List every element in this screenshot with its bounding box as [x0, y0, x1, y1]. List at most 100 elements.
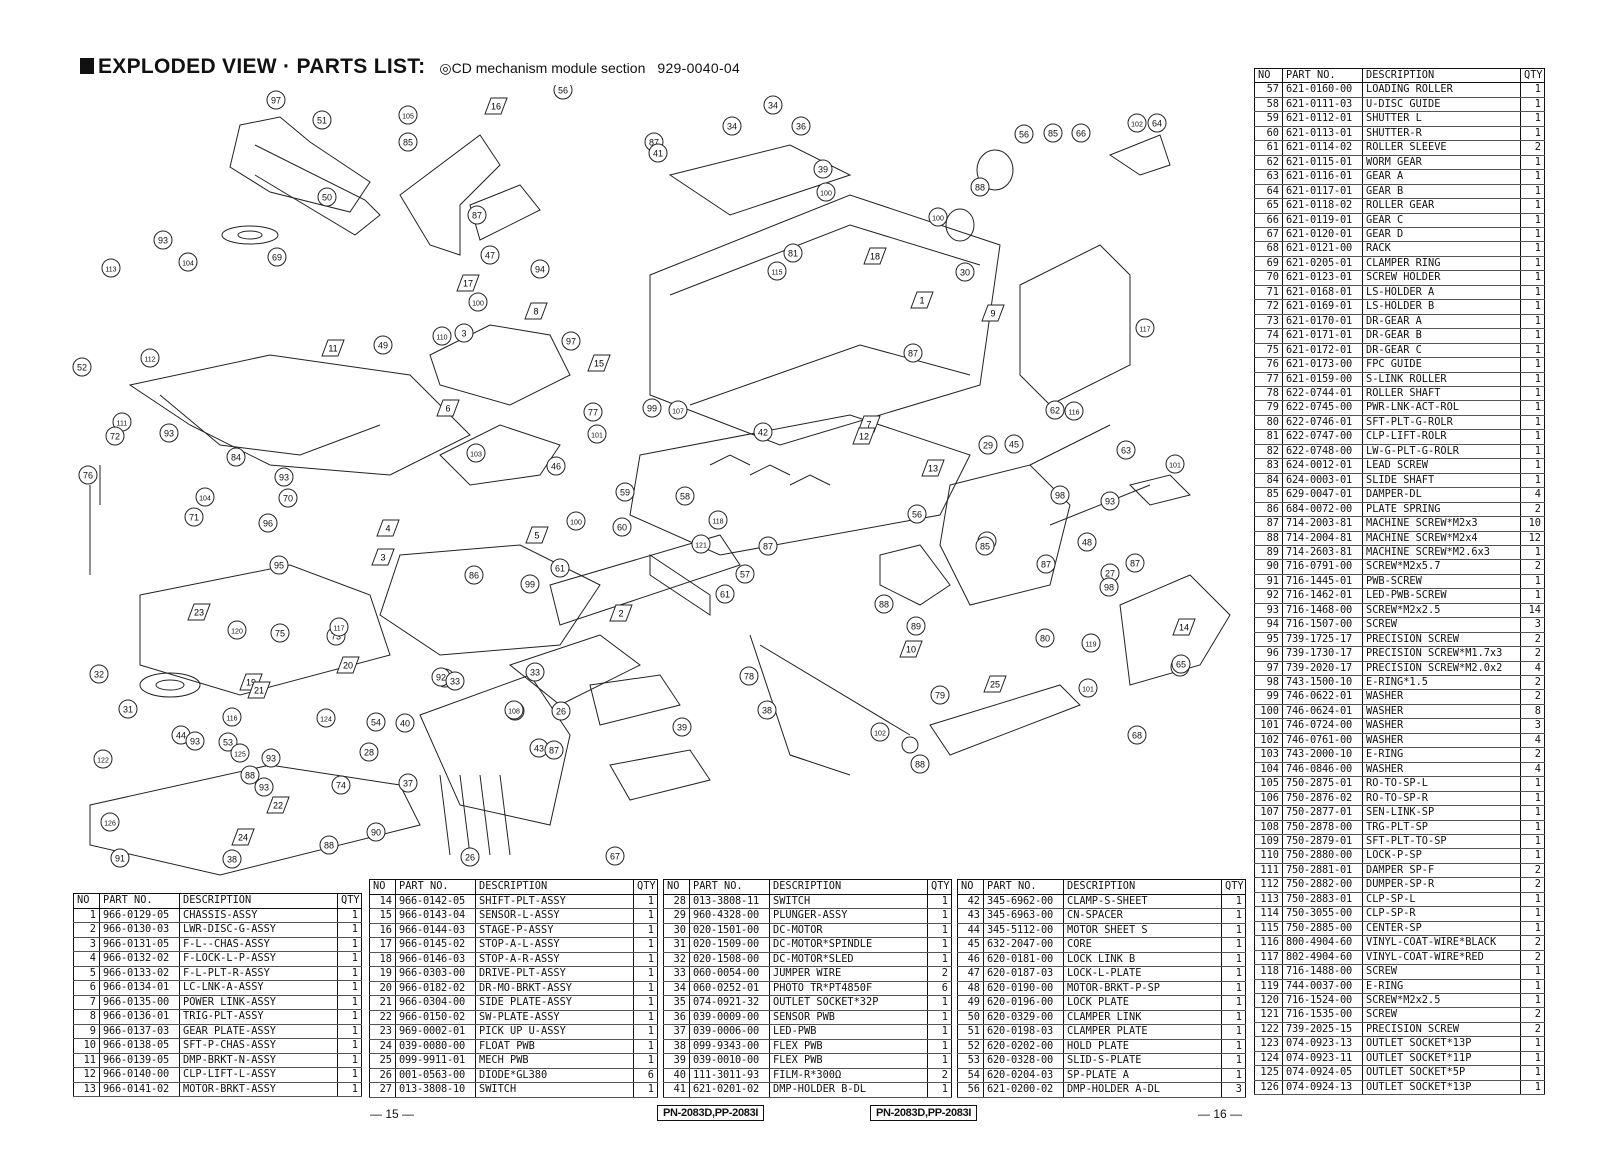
region-label-23: 23	[187, 603, 211, 621]
svg-text:93: 93	[164, 429, 174, 439]
callout-32: 32	[89, 664, 109, 684]
part-description: OUTLET SOCKET*11P	[1362, 1051, 1521, 1067]
svg-text:101: 101	[1082, 687, 1094, 694]
part-number: 111-3011-93	[689, 1068, 770, 1083]
item-number: 94	[1254, 617, 1283, 633]
svg-text:44: 44	[176, 731, 186, 741]
quantity: 1	[1520, 227, 1545, 243]
quantity: 1	[1221, 1053, 1246, 1069]
quantity: 1	[1520, 993, 1545, 1009]
part-description: PWB-SCREW	[1362, 574, 1521, 590]
svg-text:118: 118	[712, 519, 723, 526]
part-number: 074-0921-32	[689, 995, 770, 1011]
item-number: 91	[1254, 574, 1283, 590]
part-number: 620-0181-00	[983, 952, 1064, 967]
quantity: 2	[1520, 935, 1545, 951]
part-description: CORE	[1063, 937, 1222, 953]
callout-45: 45	[1004, 434, 1024, 454]
callout-56: 56	[1014, 124, 1034, 144]
callout-126: 126	[100, 812, 120, 832]
callout-120: 120	[227, 620, 247, 640]
item-number: 121	[1254, 1007, 1283, 1023]
svg-text:92: 92	[436, 673, 446, 683]
item-number: 21	[369, 995, 396, 1011]
item-number: 84	[1254, 473, 1283, 489]
part-number: 345-5112-00	[983, 923, 1064, 938]
title-text: EXPLODED VIEW · PARTS LIST:	[98, 55, 426, 78]
svg-text:96: 96	[263, 519, 273, 529]
part-number: 621-0115-01	[1282, 155, 1363, 171]
part-description: MOTOR SHEET S	[1063, 923, 1222, 938]
part-description: LED-PWB-SCREW	[1362, 588, 1521, 604]
part-description: DIODE*GL380	[475, 1068, 634, 1083]
callout-56: 56	[907, 504, 927, 524]
part-number: 966-0138-05	[99, 1038, 180, 1054]
quantity: 1	[1520, 270, 1545, 286]
quantity: 2	[1520, 877, 1545, 893]
item-number: 120	[1254, 993, 1283, 1009]
callout-26: 26	[460, 847, 480, 867]
part-number: 746-0724-00	[1282, 718, 1363, 734]
quantity: 1	[1520, 791, 1545, 807]
part-description: DC-MOTOR	[769, 923, 928, 938]
part-description: JUMPER WIRE	[769, 966, 928, 982]
item-number: 81	[1254, 429, 1283, 445]
part-description: MACHINE SCREW*M2x3	[1362, 516, 1521, 532]
svg-text:34: 34	[727, 122, 737, 132]
svg-text:26: 26	[556, 707, 566, 717]
part-description: ROLLER SLEEVE	[1362, 140, 1521, 156]
quantity: 1	[337, 995, 362, 1010]
quantity: 1	[927, 894, 952, 909]
part-number: 750-2877-01	[1282, 805, 1363, 821]
part-description: DR-MO-BRKT-ASSY	[475, 981, 634, 996]
part-description: PLATE SPRING	[1362, 502, 1521, 518]
quantity: 1	[1520, 241, 1545, 257]
svg-text:37: 37	[403, 779, 413, 789]
part-number: 714-2004-81	[1282, 531, 1363, 546]
callout-86: 86	[464, 565, 484, 585]
quantity: 1	[633, 1039, 658, 1054]
part-number: 060-0054-00	[689, 966, 770, 982]
item-number: 6	[73, 980, 100, 996]
column-header-no: NO	[369, 879, 396, 895]
part-number: 622-0746-01	[1282, 415, 1363, 431]
item-number: 95	[1254, 632, 1283, 648]
item-number: 113	[1254, 892, 1283, 908]
callout-69: 69	[267, 247, 287, 267]
quantity: 1	[1520, 400, 1545, 416]
svg-text:99: 99	[525, 580, 535, 590]
svg-text:48: 48	[1082, 538, 1092, 548]
column-header-qty: QTY	[633, 879, 658, 895]
part-description: FLOAT PWB	[475, 1039, 634, 1054]
svg-text:45: 45	[1009, 440, 1019, 450]
svg-text:73: 73	[331, 632, 341, 642]
quantity: 1	[1221, 1010, 1246, 1025]
part-description: PICK UP U-ASSY	[475, 1024, 634, 1040]
region-label-25: 25	[983, 675, 1007, 693]
svg-text:25: 25	[990, 680, 1000, 690]
quantity: 1	[1520, 111, 1545, 127]
item-number: 80	[1254, 415, 1283, 431]
part-number: 620-0196-00	[983, 995, 1064, 1011]
part-number: 020-1501-00	[689, 923, 770, 938]
part-description: DAMPER SP-F	[1362, 863, 1521, 879]
part-description: STOP-A-L-ASSY	[475, 937, 634, 953]
callout-54: 54	[366, 712, 386, 732]
svg-text:3: 3	[461, 329, 466, 339]
item-number: 106	[1254, 791, 1283, 807]
